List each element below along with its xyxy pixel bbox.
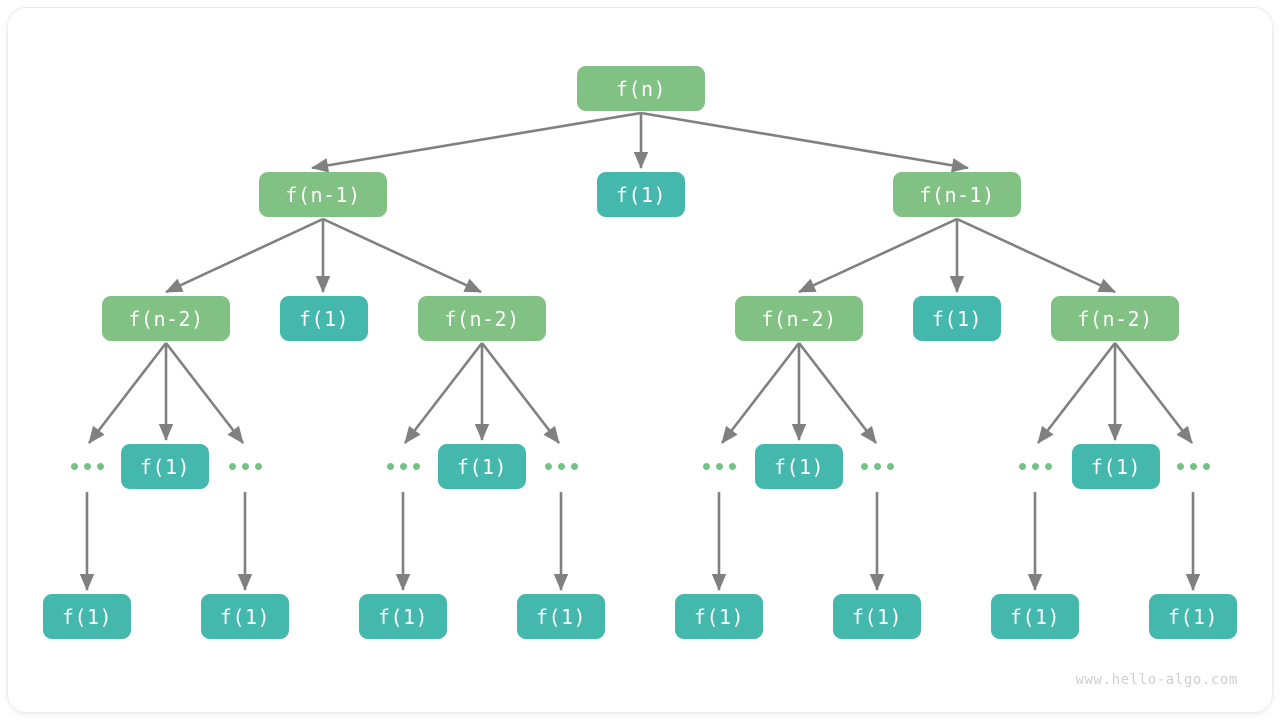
edge-n9-to-e7 bbox=[1036, 342, 1117, 444]
edge-n6-to-e3 bbox=[403, 342, 484, 444]
tree-node-n3: f(n-1) bbox=[893, 172, 1021, 217]
ellipsis-dot bbox=[1189, 462, 1197, 470]
tree-node-n6: f(n-2) bbox=[418, 296, 546, 341]
edge-n7-to-e5 bbox=[720, 342, 801, 444]
ellipsis-dot bbox=[399, 462, 407, 470]
tree-node-b4: f(1) bbox=[517, 594, 605, 639]
ellipsis-e1 bbox=[70, 456, 104, 476]
ellipsis-dot bbox=[728, 462, 736, 470]
edge-n1-to-n4 bbox=[165, 217, 324, 294]
tree-node-n0: f(n) bbox=[577, 66, 705, 111]
ellipsis-dot bbox=[1044, 462, 1052, 470]
tree-node-n14: f(1) bbox=[438, 444, 526, 489]
tree-node-b6: f(1) bbox=[833, 594, 921, 639]
ellipsis-dot bbox=[386, 462, 394, 470]
ellipsis-dot bbox=[228, 462, 236, 470]
ellipsis-dot bbox=[715, 462, 723, 470]
ellipsis-dot bbox=[544, 462, 552, 470]
edge-n3-to-n7 bbox=[798, 217, 958, 294]
tree-node-b3: f(1) bbox=[359, 594, 447, 639]
tree-node-n5: f(1) bbox=[280, 296, 368, 341]
ellipsis-dot bbox=[241, 462, 249, 470]
ellipsis-dot bbox=[860, 462, 868, 470]
tree-node-b7: f(1) bbox=[991, 594, 1079, 639]
ellipsis-dot bbox=[557, 462, 565, 470]
ellipsis-e3 bbox=[386, 456, 420, 476]
edge-n4-to-e1 bbox=[87, 342, 168, 444]
tree-node-n20: f(1) bbox=[1072, 444, 1160, 489]
ellipsis-dot bbox=[83, 462, 91, 470]
ellipsis-dot bbox=[1031, 462, 1039, 470]
ellipsis-e7 bbox=[1018, 456, 1052, 476]
tree-node-b1: f(1) bbox=[43, 594, 131, 639]
edge-n9-to-e8 bbox=[1113, 342, 1194, 444]
tree-node-n17: f(1) bbox=[755, 444, 843, 489]
edge-n1-to-n6 bbox=[322, 217, 482, 294]
ellipsis-e4 bbox=[544, 456, 578, 476]
tree-node-n9: f(n-2) bbox=[1051, 296, 1179, 341]
ellipsis-dot bbox=[96, 462, 104, 470]
ellipsis-dot bbox=[1176, 462, 1184, 470]
edge-group bbox=[79, 111, 1201, 592]
edge-n6-to-e4 bbox=[480, 342, 561, 444]
edge-n0-to-n3 bbox=[640, 111, 970, 173]
edge-n7-to-e6 bbox=[797, 342, 878, 444]
ellipsis-e6 bbox=[860, 456, 894, 476]
ellipsis-dot bbox=[1018, 462, 1026, 470]
ellipsis-e5 bbox=[702, 456, 736, 476]
ellipsis-dot bbox=[412, 462, 420, 470]
tree-node-n8: f(1) bbox=[913, 296, 1001, 341]
edge-n3-to-n9 bbox=[956, 217, 1116, 294]
tree-node-b5: f(1) bbox=[675, 594, 763, 639]
tree-node-b8: f(1) bbox=[1149, 594, 1237, 639]
ellipsis-dot bbox=[1202, 462, 1210, 470]
tree-node-n1: f(n-1) bbox=[259, 172, 387, 217]
ellipsis-dot bbox=[702, 462, 710, 470]
ellipsis-e2 bbox=[228, 456, 262, 476]
ellipsis-dot bbox=[570, 462, 578, 470]
edge-n4-to-e2 bbox=[164, 342, 245, 444]
ellipsis-dot bbox=[70, 462, 78, 470]
ellipsis-dot bbox=[254, 462, 262, 470]
watermark: www.hello-algo.com bbox=[1075, 672, 1238, 688]
tree-node-n11: f(1) bbox=[121, 444, 209, 489]
tree-node-n7: f(n-2) bbox=[735, 296, 863, 341]
tree-node-n2: f(1) bbox=[597, 172, 685, 217]
ellipsis-e8 bbox=[1176, 456, 1210, 476]
edge-n0-to-n1 bbox=[310, 111, 642, 173]
tree-node-b2: f(1) bbox=[201, 594, 289, 639]
ellipsis-dot bbox=[873, 462, 881, 470]
tree-node-n4: f(n-2) bbox=[102, 296, 230, 341]
ellipsis-dot bbox=[886, 462, 894, 470]
